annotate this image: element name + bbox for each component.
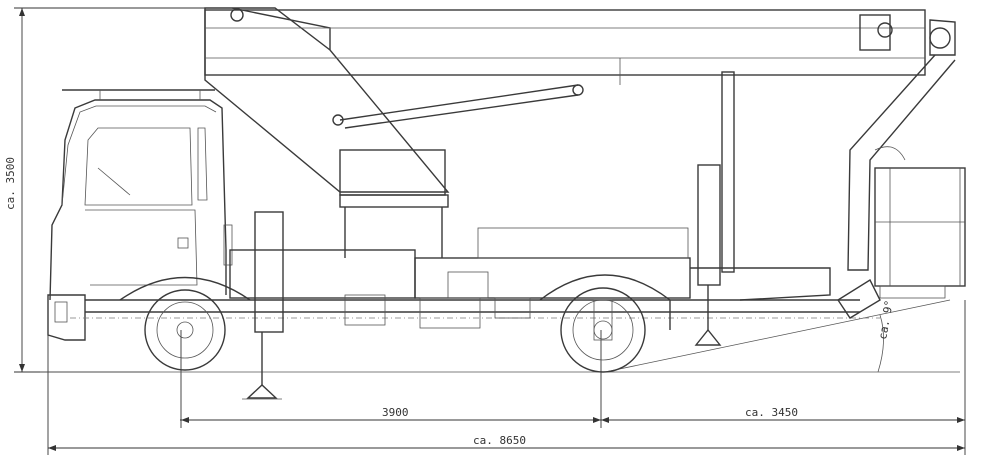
wheelbase-dimension-label: 3900 [382, 406, 409, 419]
turret [339, 149, 449, 258]
work-basket [837, 167, 966, 319]
rear-overhang-dimension-label: ca. 3450 [745, 406, 798, 419]
front-outrigger [242, 211, 284, 400]
boom-lower-arm [204, 7, 450, 193]
rear-outrigger [694, 164, 722, 346]
truck-cab [47, 89, 233, 341]
boom-cylinder [339, 84, 584, 129]
support-column [721, 71, 735, 273]
rear-wheel [539, 274, 671, 373]
angle-dimension-label: ca. 9° [876, 299, 896, 340]
boom-upper-arm [204, 9, 956, 85]
height-dimension-label: ca. 3500 [4, 157, 17, 210]
chassis [70, 227, 880, 329]
total-length-dimension-label: ca. 8650 [473, 434, 526, 447]
front-wheel [119, 276, 251, 371]
dimension-lines [14, 7, 966, 455]
jib-arm [847, 54, 956, 271]
